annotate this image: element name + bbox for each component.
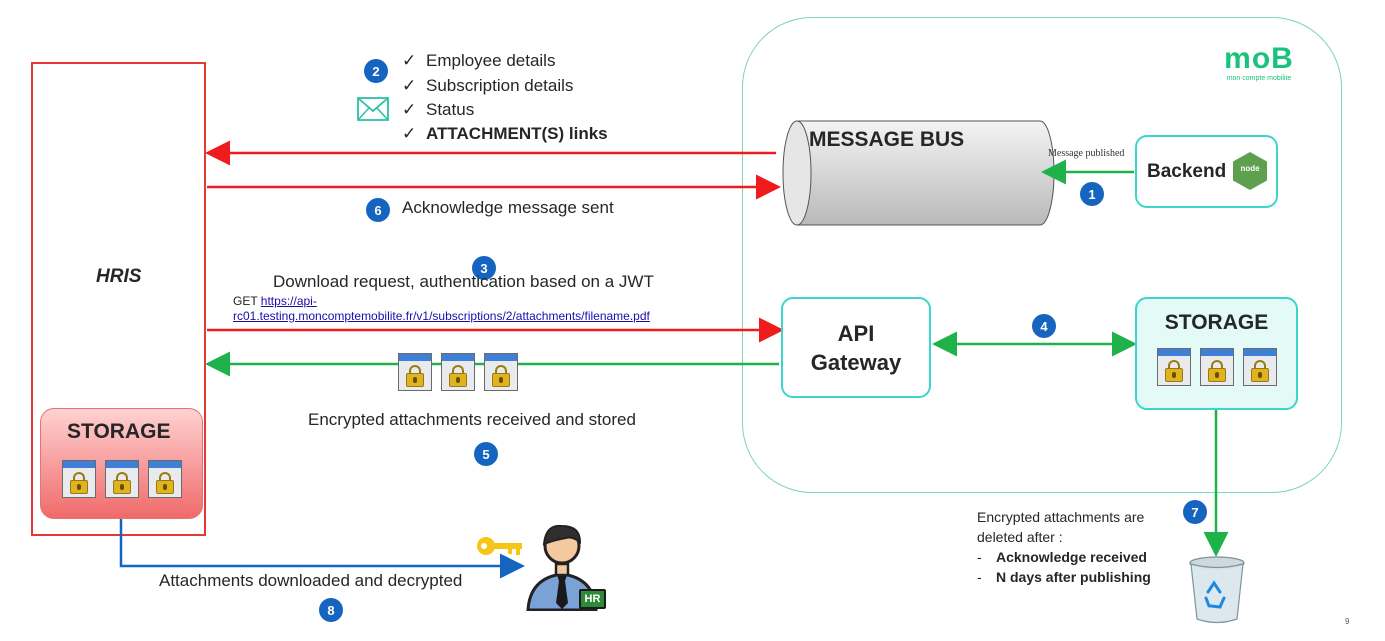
arrow-storage-to-hr [119, 519, 525, 579]
download-request-label: Download request, authentication based o… [273, 272, 654, 291]
step-badge-7: 7 [1183, 500, 1207, 524]
deletion-condition: -N days after publishing [977, 569, 1151, 585]
envelope-icon [357, 97, 389, 121]
url-link[interactable]: https://api- [260, 294, 317, 308]
hris-box [31, 62, 206, 536]
step-badge-4: 4 [1032, 314, 1056, 338]
recycle-bin-icon [1189, 556, 1245, 624]
step-badge-5: 5 [474, 442, 498, 466]
mob-tagline: mon compte mobilite [1226, 75, 1292, 82]
lock-icon [1157, 348, 1191, 386]
step-badge-8: 8 [319, 598, 343, 622]
nodejs-icon: node [1232, 151, 1268, 191]
message-bus-cylinder [782, 120, 1055, 226]
deletion-note: Encrypted attachments are deleted after … [977, 507, 1151, 587]
get-prefix: GET [233, 294, 261, 308]
hris-label: HRIS [96, 266, 142, 287]
mob-logo: moB mon compte mobilite [1214, 42, 1304, 83]
lock-icon [1243, 348, 1277, 386]
message-bus-label: MESSAGE BUS [809, 128, 965, 151]
api-gateway-box: API Gateway [781, 297, 931, 398]
lock-icon [484, 353, 518, 391]
platform-container [742, 17, 1342, 493]
get-request-url: GET https://api- rc01.testing.moncomptem… [233, 294, 650, 324]
lock-icon [441, 353, 475, 391]
message-published-note: Message published [1048, 148, 1125, 159]
hr-badge-text: HR [584, 593, 601, 605]
ack-sent-label: Acknowledge message sent [402, 198, 614, 217]
lock-icon [62, 460, 96, 498]
message-item: ✓ATTACHMENT(S) links [402, 124, 608, 143]
backend-label: Backend [1147, 160, 1227, 182]
step-badge-6: 6 [366, 198, 390, 222]
deletion-condition: -Acknowledge received [977, 549, 1147, 565]
message-item: ✓Employee details [402, 51, 556, 70]
platform-storage-label: STORAGE [1164, 311, 1269, 334]
mob-logo-text: moB [1224, 42, 1294, 75]
hris-storage-label: STORAGE [67, 420, 171, 443]
step-badge-3: 3 [472, 256, 496, 280]
url-link[interactable]: rc01.testing.moncomptemobilite.fr/v1/sub… [233, 309, 650, 323]
step-badge-2: 2 [364, 59, 388, 83]
lock-icon [105, 460, 139, 498]
page-number: 9 [1345, 617, 1350, 626]
hr-badge: HR [579, 589, 606, 609]
api-gateway-line1: API [837, 320, 875, 346]
lock-icon [148, 460, 182, 498]
received-stored-label: Encrypted attachments received and store… [308, 410, 636, 429]
api-gateway-line2: Gateway [810, 349, 902, 375]
message-item: ✓Subscription details [402, 76, 574, 95]
downloaded-decrypted-label: Attachments downloaded and decrypted [159, 571, 463, 590]
message-item: ✓Status [402, 100, 475, 119]
deletion-note-line2: deleted after : [977, 529, 1063, 545]
key-icon [477, 537, 522, 555]
nodejs-icon-text: node [1240, 164, 1260, 173]
lock-icon [398, 353, 432, 391]
step-badge-1: 1 [1080, 182, 1104, 206]
deletion-note-line1: Encrypted attachments are [977, 509, 1145, 525]
lock-icon [1200, 348, 1234, 386]
